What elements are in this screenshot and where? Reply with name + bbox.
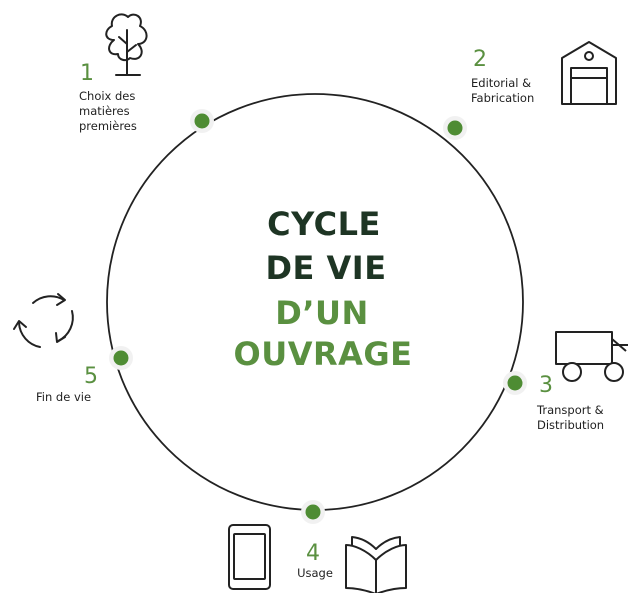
stage-3-label: Transport & Distribution <box>537 403 605 432</box>
title-line-2: DE VIE <box>265 249 387 287</box>
stage-2-label: Editorial & Fabrication <box>471 76 535 105</box>
stage-dot-3 <box>503 371 527 395</box>
stage-1-label: Choix des matières premières <box>79 89 137 133</box>
warehouse-icon <box>561 41 617 105</box>
stage-dot-2 <box>443 116 467 140</box>
title-line-1: CYCLE <box>267 205 381 243</box>
recycle-icon <box>13 293 74 348</box>
open-book-icon <box>345 536 407 593</box>
smartphone-icon <box>228 524 271 590</box>
title-line-4: OUVRAGE <box>233 335 413 373</box>
stage-1-number: 1 <box>80 61 94 86</box>
stage-2-number: 2 <box>473 47 487 72</box>
title-line-3: D’UN <box>275 294 369 332</box>
tree-icon <box>105 13 148 76</box>
stage-5-label: Fin de vie <box>36 390 92 404</box>
stage-4-number: 4 <box>306 541 320 566</box>
truck-icon <box>555 331 628 382</box>
stage-dot-4 <box>301 500 325 524</box>
stage-5-number: 5 <box>84 364 98 389</box>
stage-4-label: Usage <box>297 566 333 580</box>
stage-3-number: 3 <box>539 373 553 398</box>
stage-dot-5 <box>109 346 133 370</box>
stage-dot-1 <box>190 109 214 133</box>
